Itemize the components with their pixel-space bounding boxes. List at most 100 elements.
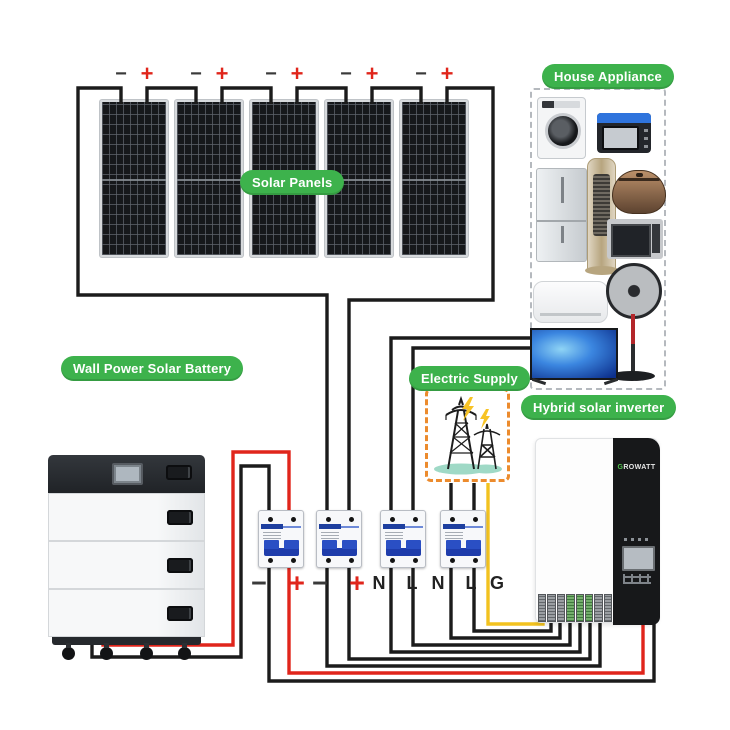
battery-handle <box>166 465 192 480</box>
fan-base <box>609 371 655 381</box>
pylon-large-icon <box>445 395 477 470</box>
microwave-door <box>611 224 651 257</box>
terminal-module <box>594 594 603 622</box>
breaker-terminals-top <box>326 517 331 522</box>
solar-panel <box>175 100 243 257</box>
breaker-toggle <box>386 540 421 556</box>
transmission-towers-icon <box>434 395 502 475</box>
fridge-handle <box>560 226 564 243</box>
pylon-large-braces <box>445 415 477 454</box>
solar-panels-badge: Solar Panels <box>240 170 345 195</box>
breaker-toggle <box>446 540 481 556</box>
battery-module <box>48 589 205 637</box>
caster-wheel <box>62 643 75 660</box>
breaker-stripe <box>261 524 283 529</box>
microwave-icon <box>607 219 663 259</box>
solar-panel <box>100 100 168 257</box>
brand-initial: G <box>617 464 624 471</box>
breaker-label-text <box>321 531 339 539</box>
electric-supply-box <box>425 388 510 482</box>
caster-wheel <box>140 643 153 660</box>
caster-wheel <box>100 643 113 660</box>
breaker4-n-label: N <box>431 572 445 593</box>
breaker-terminals-top <box>268 517 273 522</box>
toaster-oven-icon <box>597 113 651 153</box>
brand-rest: ROWATT <box>623 464 656 471</box>
panel-terminal-minus: − <box>115 62 127 85</box>
house-appliance-badge: House Appliance <box>542 64 674 89</box>
oven-top <box>597 113 651 123</box>
breaker-terminals-bottom <box>268 558 273 563</box>
solar-battery-stack <box>48 455 205 660</box>
solar-panel <box>400 100 468 257</box>
cooker-lid <box>617 178 661 181</box>
ac-vent <box>539 313 602 316</box>
wall-battery-badge: Wall Power Solar Battery <box>61 356 244 381</box>
ground-ellipse <box>470 464 502 474</box>
terminal-module <box>575 594 584 622</box>
terminal-module <box>556 594 566 622</box>
breaker-stripe <box>443 524 465 529</box>
breaker3-l-label: L <box>406 572 418 593</box>
inverter-display <box>622 546 655 571</box>
solar-panel-cells <box>102 102 166 255</box>
breaker3-n-label: N <box>372 572 386 593</box>
panel-terminal-plus: + <box>290 61 304 86</box>
electric-supply-badge: Electric Supply <box>409 366 530 391</box>
breaker2-neg-label: − <box>312 567 328 598</box>
breaker-terminals-bottom <box>450 558 455 563</box>
breaker-toggle <box>264 540 299 556</box>
battery-handle <box>167 606 193 621</box>
battery-control-module <box>48 455 205 493</box>
battery-display <box>112 463 143 485</box>
inverter-terminal-block <box>538 594 612 622</box>
oven-window <box>602 126 639 150</box>
breaker-terminals-top <box>390 517 395 522</box>
television-icon <box>530 328 620 388</box>
battery-module <box>48 541 205 589</box>
panel-terminal-minus: − <box>190 62 202 85</box>
panel-terminal-plus: + <box>140 61 154 86</box>
inverter-brand: GROWATT <box>613 464 660 471</box>
inverter-buttons <box>623 574 651 584</box>
breaker4-l-label: L <box>465 572 477 593</box>
circuit-breaker-ac-load <box>380 510 426 568</box>
wall-air-conditioner-icon <box>533 281 608 323</box>
breaker-toggle <box>322 540 357 556</box>
ground-label: G <box>489 572 504 593</box>
microwave-panel <box>652 224 660 253</box>
fan-pole-lower <box>631 344 635 372</box>
panel-terminal-minus: − <box>265 62 277 85</box>
breaker-stripe <box>319 524 341 529</box>
circuit-breaker-pv <box>316 510 362 568</box>
standing-fan-icon <box>604 263 662 383</box>
refrigerator-icon <box>536 168 587 262</box>
lightning-bolt-icon <box>462 397 474 421</box>
panel-terminal-plus: + <box>440 61 454 86</box>
panel-terminal-plus: + <box>365 61 379 86</box>
circuit-breaker-battery <box>258 510 304 568</box>
breaker-label-text <box>445 531 463 539</box>
panel-terminal-plus: + <box>215 61 229 86</box>
caster-wheel <box>178 643 191 660</box>
tower-base <box>584 266 619 275</box>
inverter-front-panel: GROWATT <box>613 438 660 625</box>
terminal-module <box>603 594 612 622</box>
pylon-small-icon <box>473 423 501 470</box>
washing-machine-icon <box>537 97 586 159</box>
fridge-door-split <box>537 219 586 222</box>
washing-machine-door <box>545 113 581 149</box>
solar-panel-cells <box>177 102 241 255</box>
inverter-indicator-leds <box>624 538 650 541</box>
breaker-stripe <box>383 524 405 529</box>
breaker-label-text <box>385 531 403 539</box>
terminal-module <box>538 594 547 622</box>
panel-terminal-minus: − <box>340 62 352 85</box>
battery-handle <box>167 510 193 525</box>
solar-panel-cells <box>402 102 466 255</box>
terminal-module <box>547 594 556 622</box>
breaker-terminals-top <box>450 517 455 522</box>
breaker1-neg-label: − <box>251 567 267 598</box>
tv-screen <box>530 328 618 380</box>
lightning-bolt-icon <box>480 409 490 429</box>
